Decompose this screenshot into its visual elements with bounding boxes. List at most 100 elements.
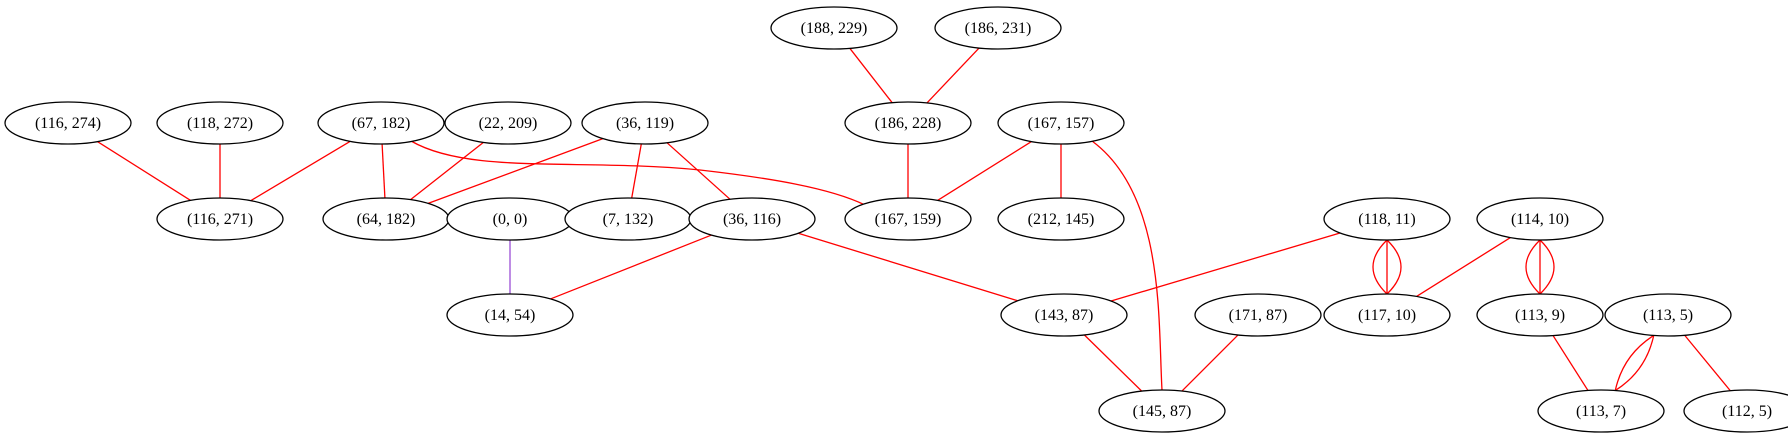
node-ellipse: [934, 6, 1062, 50]
node-label: (118, 272): [187, 115, 253, 132]
edge-113_9-to-113_7: [1552, 335, 1589, 391]
node-0-0: (0, 0): [446, 197, 574, 241]
node-114-10: (114, 10): [1476, 197, 1604, 241]
node-ellipse: [997, 197, 1125, 241]
node-label: (36, 116): [723, 211, 781, 228]
node-145-87: (145, 87): [1098, 389, 1226, 433]
node-label: (67, 182): [352, 115, 411, 132]
node-ellipse: [844, 197, 972, 241]
node-ellipse: [156, 101, 284, 145]
edge-167_157-to-167_159: [937, 140, 1032, 202]
node-118-11: (118, 11): [1323, 197, 1451, 241]
node-ellipse: [4, 101, 132, 145]
edge-36_116-to-143_87: [798, 232, 1018, 302]
node-ellipse: [1537, 389, 1665, 433]
edge-36_119-to-64_182: [427, 138, 604, 204]
node-label: (145, 87): [1133, 403, 1192, 420]
node-label: (188, 229): [801, 20, 868, 37]
node-ellipse: [688, 197, 816, 241]
node-label: (143, 87): [1035, 307, 1094, 324]
node-14-54: (14, 54): [446, 293, 574, 337]
node-64-182: (64, 182): [322, 197, 450, 241]
node-label: (64, 182): [357, 211, 416, 228]
node-ellipse: [444, 101, 572, 145]
edge-118_11-to-117_10: [1386, 239, 1402, 295]
node-ellipse: [156, 197, 284, 241]
node-label: (7, 132): [603, 211, 654, 228]
edge-116_274-to-116_271: [97, 141, 191, 201]
edge-114_10-to-113_9: [1525, 239, 1541, 295]
node-label: (114, 10): [1511, 211, 1569, 228]
node-label: (117, 10): [1358, 307, 1416, 324]
edge-67_182-to-167_159: [410, 140, 866, 206]
node-label: (113, 5): [1643, 307, 1693, 324]
node-label: (0, 0): [493, 211, 528, 228]
edge-113_5-to-113_7: [1614, 335, 1655, 392]
node-ellipse: [997, 101, 1125, 145]
node-212-145: (212, 145): [997, 197, 1125, 241]
edge-113_5-to-113_7: [1614, 334, 1655, 391]
node-ellipse: [844, 101, 972, 145]
node-label: (36, 119): [616, 115, 674, 132]
edge-67_182-to-116_271: [250, 140, 351, 202]
node-ellipse: [581, 101, 709, 145]
node-ellipse: [1098, 389, 1226, 433]
node-113-9: (113, 9): [1476, 293, 1604, 337]
node-67-182: (67, 182): [317, 101, 445, 145]
edge-36_119-to-36_116: [666, 142, 731, 200]
node-ellipse: [1683, 389, 1788, 433]
node-ellipse: [1323, 197, 1451, 241]
node-36-116: (36, 116): [688, 197, 816, 241]
node-label: (116, 274): [35, 115, 101, 132]
node-ellipse: [770, 6, 898, 50]
edge-114_10-to-117_10: [1416, 236, 1511, 298]
edge-114_10-to-113_9: [1539, 239, 1555, 295]
node-167-159: (167, 159): [844, 197, 972, 241]
node-143-87: (143, 87): [1000, 293, 1128, 337]
node-label: (167, 159): [875, 211, 942, 228]
node-ellipse: [1604, 293, 1732, 337]
node-label: (113, 9): [1515, 307, 1565, 324]
node-label: (167, 157): [1028, 115, 1095, 132]
edge-36_119-to-7_132: [631, 143, 642, 199]
edge-67_182-to-64_182: [381, 143, 386, 199]
edges-layer: [97, 47, 1731, 392]
node-186-228: (186, 228): [844, 101, 972, 145]
node-ellipse: [1194, 293, 1322, 337]
node-117-10: (117, 10): [1323, 293, 1451, 337]
node-label: (171, 87): [1229, 307, 1288, 324]
edge-188_229-to-186_228: [849, 47, 893, 104]
edge-118_11-to-117_10: [1372, 239, 1388, 295]
node-label: (116, 271): [187, 211, 253, 228]
node-label: (112, 5): [1722, 403, 1772, 420]
node-ellipse: [1476, 293, 1604, 337]
node-label: (186, 231): [965, 20, 1032, 37]
node-188-229: (188, 229): [770, 6, 898, 50]
node-7-132: (7, 132): [564, 197, 692, 241]
edge-118_11-to-143_87: [1110, 232, 1341, 302]
node-116-274: (116, 274): [4, 101, 132, 145]
node-113-7: (113, 7): [1537, 389, 1665, 433]
node-113-5: (113, 5): [1604, 293, 1732, 337]
node-ellipse: [1000, 293, 1128, 337]
node-label: (118, 11): [1358, 211, 1415, 228]
node-36-119: (36, 119): [581, 101, 709, 145]
node-22-209: (22, 209): [444, 101, 572, 145]
node-167-157: (167, 157): [997, 101, 1125, 145]
edge-186_231-to-186_228: [926, 47, 980, 104]
node-116-271: (116, 271): [156, 197, 284, 241]
node-label: (22, 209): [479, 115, 538, 132]
edge-113_5-to-112_5: [1684, 334, 1731, 392]
node-ellipse: [1476, 197, 1604, 241]
node-118-272: (118, 272): [156, 101, 284, 145]
node-ellipse: [446, 293, 574, 337]
edge-36_116-to-14_54: [550, 234, 712, 300]
edge-22_209-to-64_182: [410, 141, 484, 201]
nodes-layer: (116, 274) (118, 272) (67, 182) (22, 209) (3…: [4, 6, 1788, 433]
node-112-5: (112, 5): [1683, 389, 1788, 433]
node-ellipse: [1323, 293, 1451, 337]
node-ellipse: [317, 101, 445, 145]
edge-171_87-to-145_87: [1181, 334, 1239, 392]
node-186-231: (186, 231): [934, 6, 1062, 50]
